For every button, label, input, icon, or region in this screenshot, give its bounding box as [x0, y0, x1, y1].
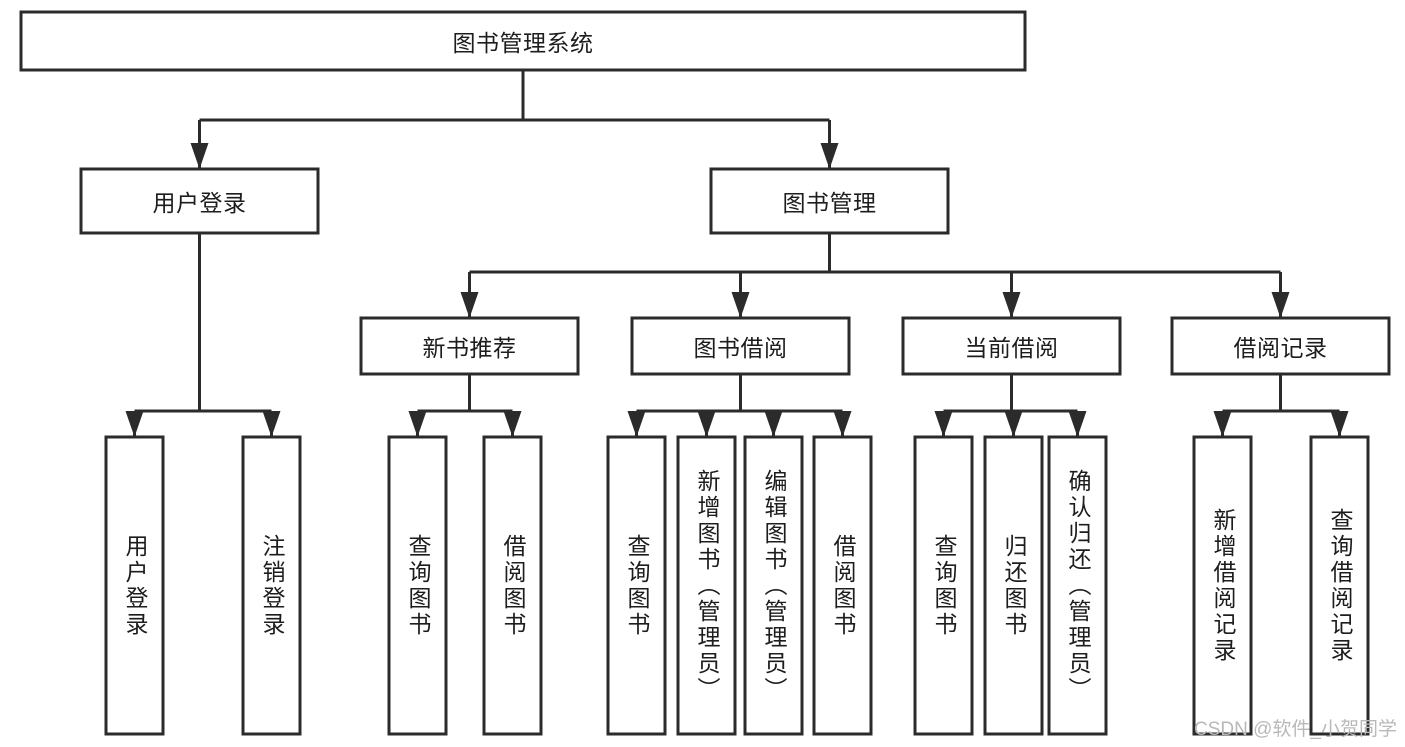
arrow-icon-leaf-add-book: [697, 411, 716, 437]
arrow-icon-borrow-record: [1271, 292, 1290, 318]
node-boxes: [19, 10, 1391, 736]
node-box-root[interactable]: [19, 10, 1027, 72]
node-box-leaf-borrow-book-1[interactable]: [482, 435, 543, 736]
node-box-leaf-user-login[interactable]: [104, 435, 165, 736]
arrow-icon-leaf-edit-book: [764, 411, 783, 437]
node-box-user-login[interactable]: [79, 167, 320, 235]
node-box-leaf-query-book-3[interactable]: [913, 435, 974, 736]
arrow-icon-leaf-query-book-3: [934, 411, 953, 437]
arrow-icon-leaf-query-book-1: [408, 411, 427, 437]
arrow-icon-leaf-confirm-return: [1068, 411, 1087, 437]
node-box-leaf-borrow-book-2[interactable]: [812, 435, 873, 736]
arrow-icon-leaf-user-logout: [262, 411, 281, 437]
node-box-borrow-record[interactable]: [1170, 316, 1391, 376]
watermark-text: CSDN @软件_小贺同学: [1194, 719, 1397, 740]
arrow-icon-book-manage: [820, 143, 839, 169]
node-box-leaf-user-logout[interactable]: [241, 435, 302, 736]
node-box-book-manage[interactable]: [709, 167, 950, 235]
arrow-icon-leaf-return-book: [1004, 411, 1023, 437]
node-box-leaf-query-book-1[interactable]: [387, 435, 448, 736]
arrow-icon-leaf-query-book-2: [627, 411, 646, 437]
arrow-icon-leaf-user-login: [125, 411, 144, 437]
node-box-leaf-add-book[interactable]: [676, 435, 737, 736]
arrow-icon-book-borrow: [731, 292, 750, 318]
node-box-new-book-recommend[interactable]: [359, 316, 580, 376]
node-box-book-borrow[interactable]: [630, 316, 851, 376]
node-box-leaf-return-book[interactable]: [983, 435, 1044, 736]
node-box-leaf-query-record[interactable]: [1309, 435, 1370, 736]
node-box-leaf-add-record[interactable]: [1192, 435, 1253, 736]
connector-lines: [125, 70, 1349, 437]
node-box-leaf-confirm-return[interactable]: [1047, 435, 1108, 736]
arrow-icon-leaf-borrow-book-1: [503, 411, 522, 437]
arrow-icon-leaf-borrow-book-2: [833, 411, 852, 437]
arrow-icon-leaf-add-record: [1213, 411, 1232, 437]
node-box-current-borrow[interactable]: [901, 316, 1122, 376]
arrow-icon-current-borrow: [1002, 292, 1021, 318]
arrow-icon-leaf-query-record: [1330, 411, 1349, 437]
arrow-icon-user-login: [190, 143, 209, 169]
arrow-icon-new-book-recommend: [460, 292, 479, 318]
node-box-leaf-edit-book[interactable]: [743, 435, 804, 736]
node-box-leaf-query-book-2[interactable]: [606, 435, 667, 736]
